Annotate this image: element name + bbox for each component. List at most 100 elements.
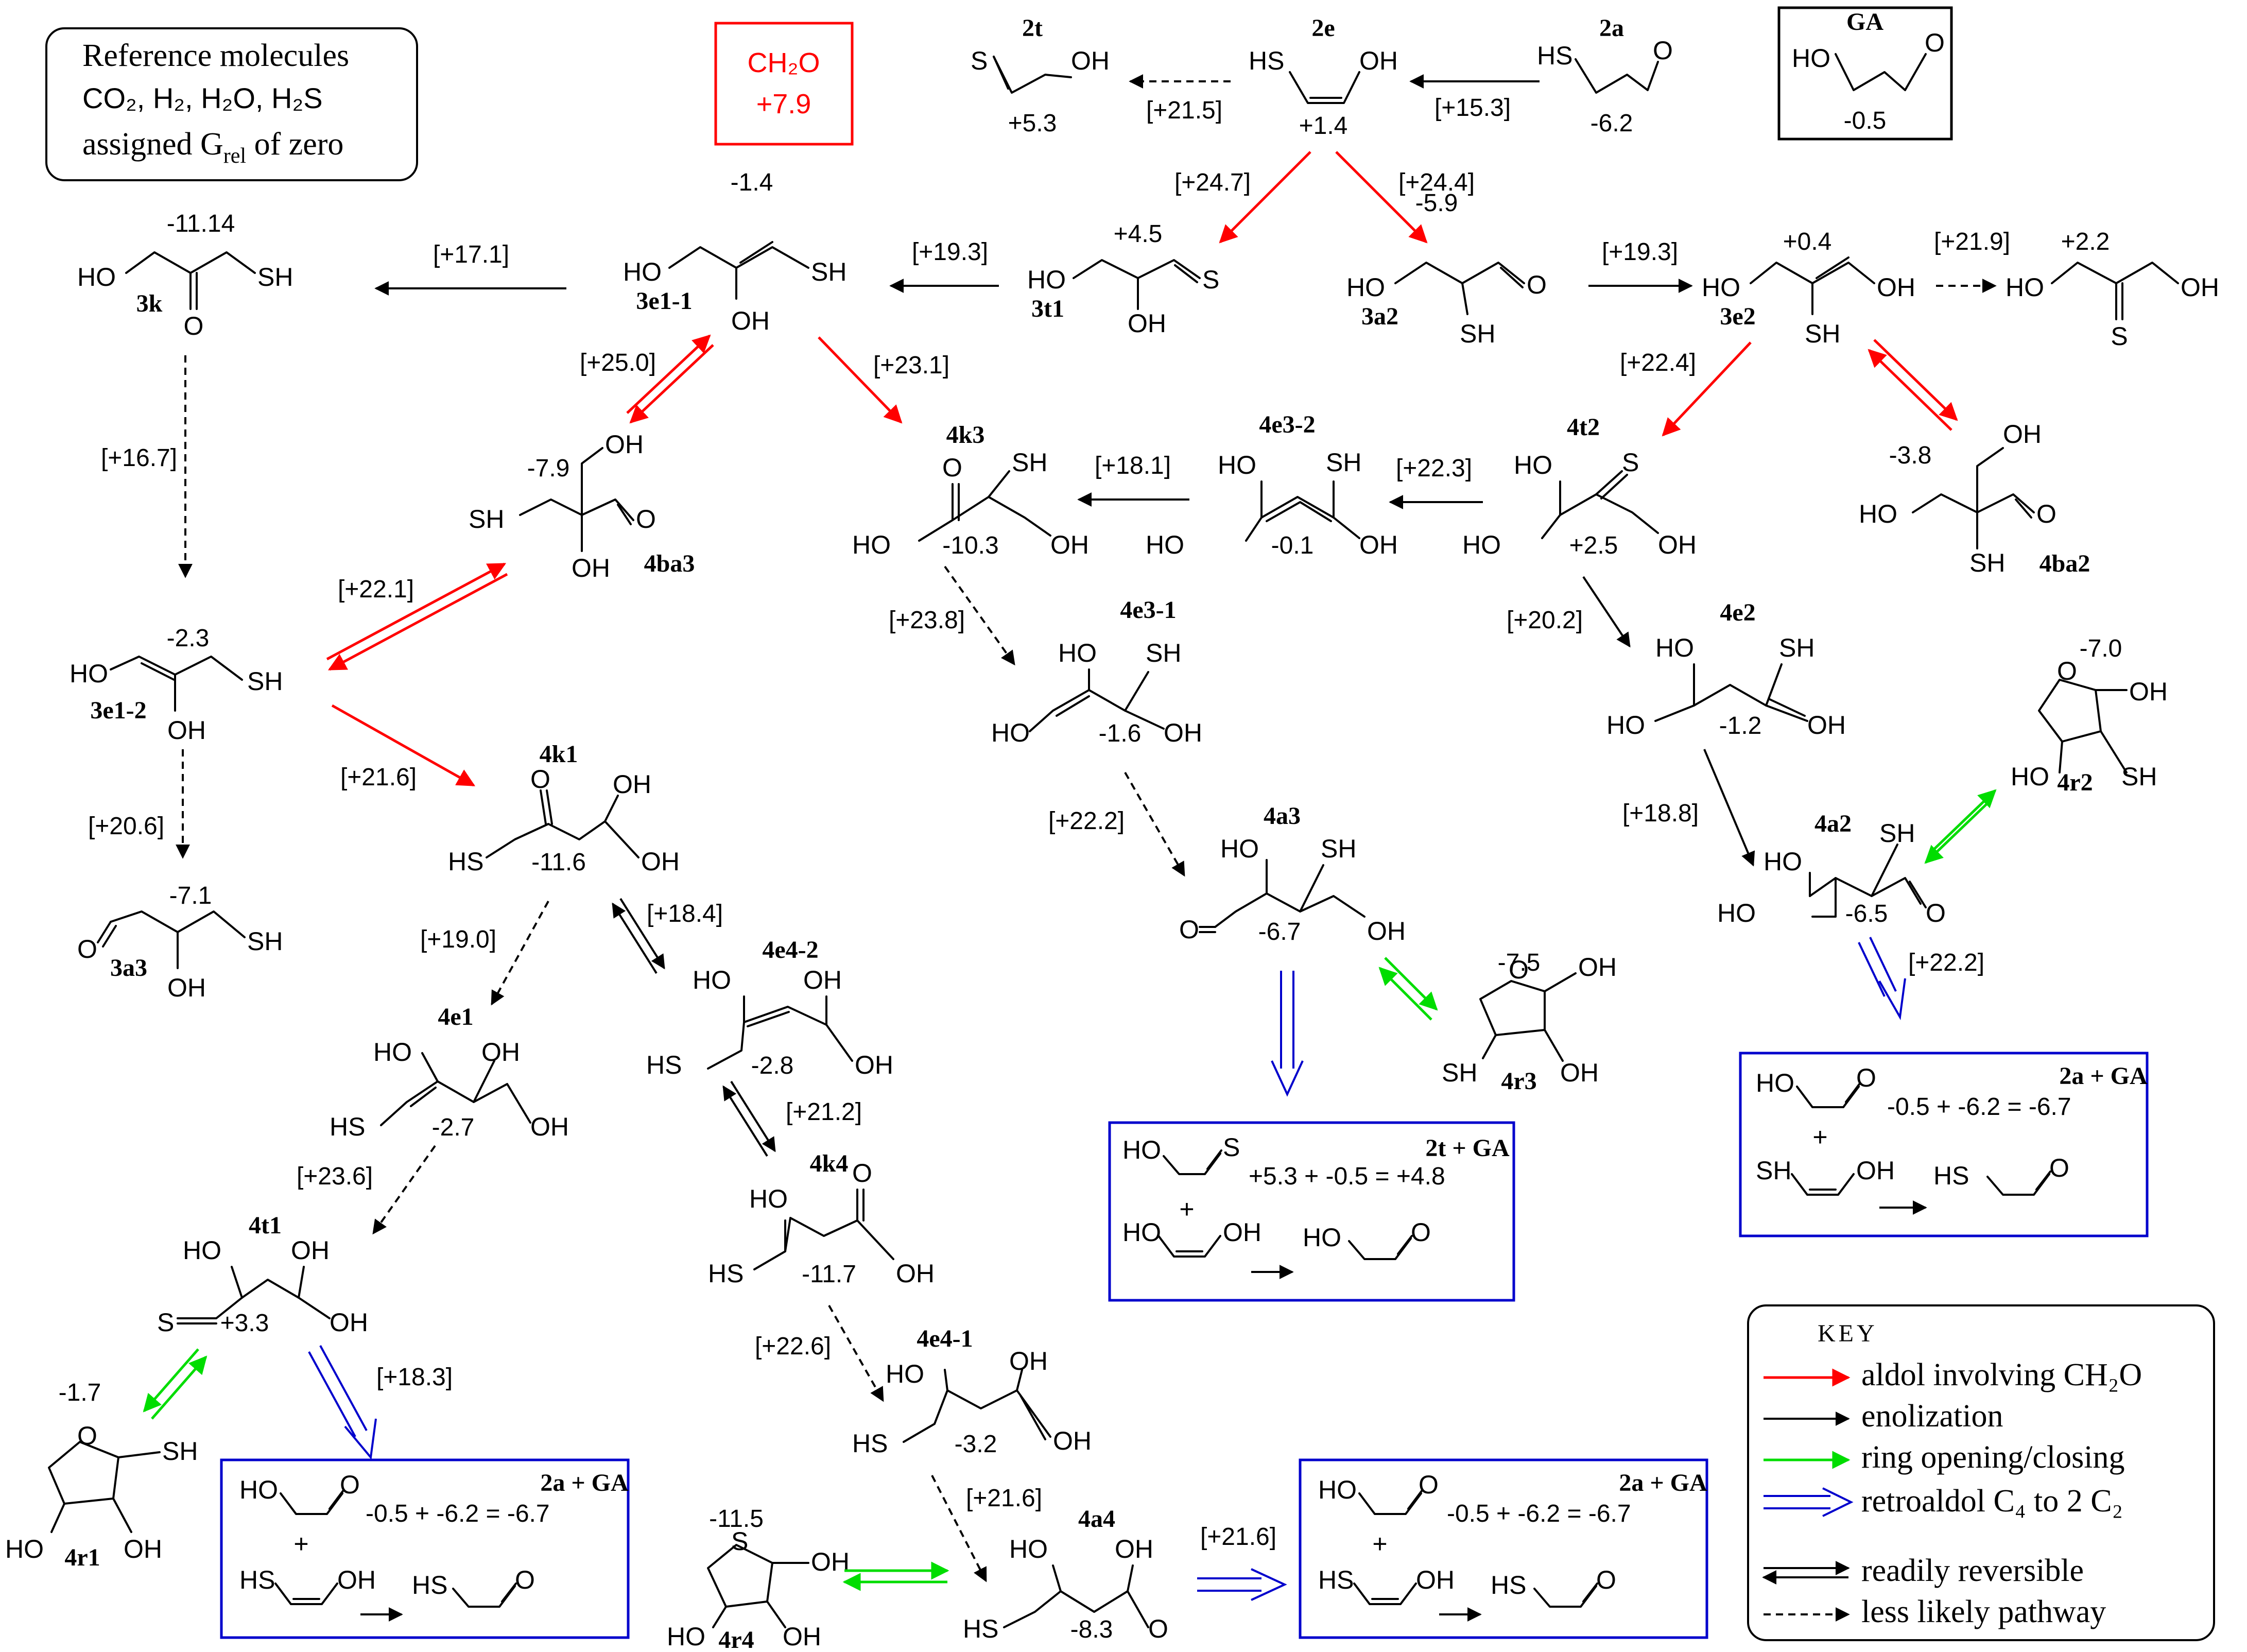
svg-text:OH: OH [1578,953,1617,982]
svg-text:SH: SH [1012,448,1047,477]
svg-text:4e4-1: 4e4-1 [917,1325,973,1352]
svg-text:SH: SH [257,263,293,291]
arrow-4k3-4e31 [944,565,1015,666]
svg-text:OH: OH [613,770,651,799]
svg-text:O: O [1179,915,1199,944]
svg-text:OH: OH [2129,677,2168,706]
arrow-3e2-4ba2-a [1873,339,1958,421]
svg-text:HS: HS [1249,46,1284,75]
svg-text:+0.4: +0.4 [1783,228,1832,255]
svg-text:-11.5: -11.5 [709,1505,764,1533]
svg-text:OH: OH [291,1236,330,1265]
svg-text:O: O [1653,36,1673,65]
svg-text:HO: HO [1318,1475,1357,1504]
svg-text:-1.7: -1.7 [59,1379,101,1406]
barrier-4a2-retro: [+22.2] [1908,949,1984,976]
compound-2t: 2t S OH +5.3 [971,14,1110,137]
svg-text:+5.3 + -0.5 = +4.8: +5.3 + -0.5 = +4.8 [1249,1163,1445,1190]
svg-text:+3.3: +3.3 [220,1310,269,1337]
arrow-3e2-4ba2-b [1868,349,1952,431]
svg-text:O: O [2049,1154,2069,1182]
arrow-4a3-4r3-a [1384,957,1438,1011]
svg-text:HO: HO [2011,762,2049,791]
svg-text:4ba3: 4ba3 [644,550,695,577]
ga-label: GA [1846,8,1883,36]
svg-text:HS: HS [1491,1571,1526,1599]
svg-text:O: O [2036,500,2056,528]
svg-text:SH: SH [247,667,283,696]
arrow-4e31-4a3 [1124,772,1185,877]
svg-text:2a + GA: 2a + GA [540,1469,629,1496]
svg-text:SH: SH [811,257,846,286]
arrow-3e11-4ba3-a [629,344,714,424]
barrier-4a4-retro: [+21.6] [1200,1523,1276,1551]
svg-text:2t: 2t [1022,14,1043,42]
arrow-3e12-4k1 [331,704,476,787]
barrier-4t2-4e32: [+22.3] [1396,455,1472,482]
arrow-4k4-4e41 [828,1305,884,1402]
svg-text:HO: HO [239,1475,278,1504]
svg-text:HO: HO [77,263,116,291]
svg-text:-0.1: -0.1 [1271,532,1314,559]
svg-text:HO: HO [1655,633,1694,662]
key-less-likely-label: less likely pathway [1861,1594,2106,1629]
svg-text:HO: HO [1859,500,1897,528]
svg-text:SH: SH [1779,633,1814,662]
retro-box-4a3: 2t + GA HO S +5.3 + -0.5 = +4.8 + HO OH … [1108,1121,1515,1302]
svg-text:SH: SH [1805,319,1840,348]
barrier-3e12-4k1: [+21.6] [340,764,417,791]
compound-4a4: 4a4 HO OH HS -8.3 O [963,1505,1168,1643]
svg-text:HO: HO [1756,1069,1794,1097]
arrow-4a2-4r2-b [1924,800,1991,864]
svg-text:3e1-2: 3e1-2 [90,697,146,724]
barrier-3e12-4ba3: [+22.1] [338,576,414,603]
svg-text:S: S [1223,1133,1240,1162]
compound-4a2: 4a2 HO SH HO -6.5 O [1717,810,1946,927]
ch2o-formula: CH₂O [748,47,820,78]
svg-text:OH: OH [1359,530,1398,559]
barrier-4e1-4t1: [+23.6] [297,1163,373,1190]
svg-text:O: O [1527,270,1547,299]
svg-text:OH: OH [731,306,770,335]
svg-text:HO: HO [667,1622,705,1651]
svg-text:4e3-2: 4e3-2 [1259,411,1315,438]
svg-text:-10.3: -10.3 [942,532,998,559]
svg-text:OH: OH [1367,917,1406,945]
barrier-2a-2e: [+15.3] [1434,94,1511,122]
barrier-3k-3e12: [+16.7] [101,444,177,472]
svg-text:3a2: 3a2 [1361,303,1398,330]
svg-text:-11.14: -11.14 [167,210,235,237]
barrier-4k3-4e31: [+23.8] [889,607,965,634]
svg-text:3e1-1: 3e1-1 [636,287,692,315]
barrier-2e-3t1: [+24.7] [1174,169,1251,196]
barrier-3e12-3a3: [+20.6] [88,813,164,840]
svg-text:S: S [971,46,988,75]
compound-4e1: 4e1 HO OH HS -2.7 OH [330,1003,569,1141]
svg-text:OH: OH [1877,273,1915,302]
svg-text:HO: HO [1462,530,1501,559]
svg-text:+: + [1372,1529,1387,1558]
svg-text:-2.8: -2.8 [751,1052,794,1079]
svg-text:OH: OH [896,1259,935,1288]
arrow-3e12-4ba3-a [326,562,507,661]
barrier-4t2-4e2: [+20.2] [1507,607,1583,634]
svg-text:OH: OH [1658,530,1697,559]
svg-text:4a3: 4a3 [1264,802,1301,830]
svg-text:HO: HO [852,530,891,559]
compound-4k1: 4k1 O OH HS -11.6 OH [448,741,680,876]
svg-text:OH: OH [641,847,680,876]
svg-text:O: O [1419,1470,1439,1499]
ref-line-3: assigned Grel of zero [82,127,343,168]
svg-text:HS: HS [412,1571,447,1599]
svg-text:4ba2: 4ba2 [2039,550,2090,577]
svg-text:SH: SH [1321,834,1356,863]
svg-text:SH: SH [247,927,283,956]
ref-line-1: Reference molecules [82,38,349,73]
compound-4k3: 4k3 O SH HO -10.3 OH [852,421,1089,559]
compound-3e1-1: -1.4 HO SH 3e1-1 OH [623,169,846,335]
barrier-4t1-retro: [+18.3] [376,1364,453,1391]
svg-text:HO: HO [1764,847,1802,876]
svg-text:S: S [1622,448,1639,477]
retro-arrow-4a3 [1271,971,1304,1097]
svg-text:O: O [1509,955,1529,984]
